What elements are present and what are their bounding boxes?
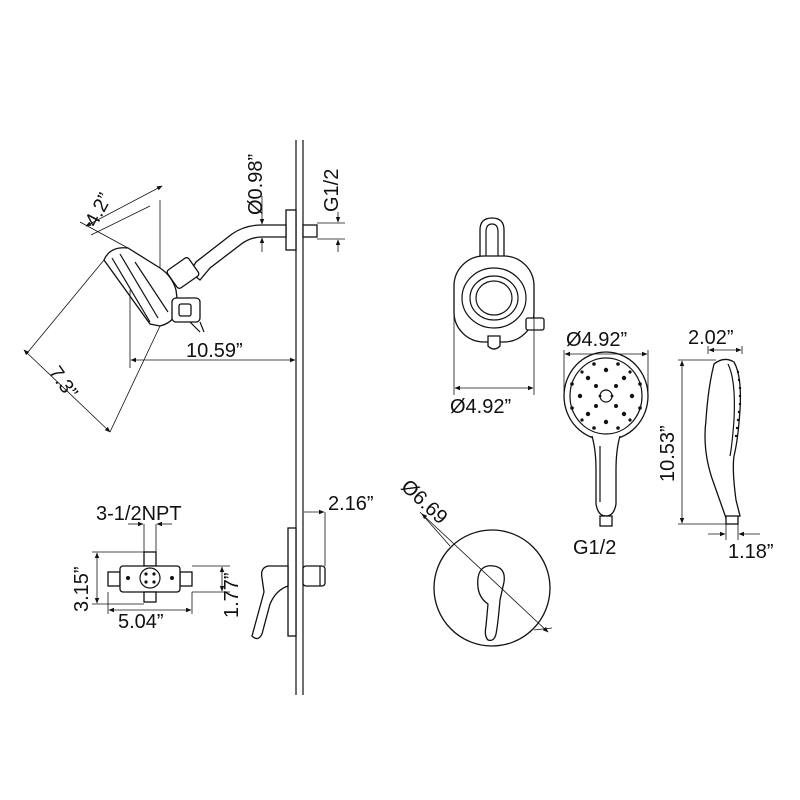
handheld-neck-label: 1.18” <box>728 541 774 563</box>
arm-diameter-label: Ø0.98” <box>245 154 267 215</box>
fixed-shower-head <box>103 209 318 333</box>
valve-inlet-label: 3-1/2NPT <box>96 503 182 525</box>
head-front-view <box>453 217 545 350</box>
handheld-side-view <box>704 358 742 525</box>
head-height-label: 7.3” <box>44 362 82 403</box>
trim-side-view <box>251 527 326 640</box>
wall-section <box>295 140 304 695</box>
handheld-front-view <box>563 351 649 527</box>
trim-side-dimensions <box>304 509 326 566</box>
arm-thread-label: G1/2 <box>321 169 343 212</box>
trim-front-view <box>433 529 551 647</box>
handheld-depth-label: 2.02” <box>688 327 734 349</box>
head-width-label: 4.2” <box>81 190 117 231</box>
trim-front-dimensions <box>419 511 553 633</box>
head-front-diameter-label: Ø4.92” <box>450 396 511 418</box>
spray-nozzles <box>570 362 642 430</box>
handheld-thread-label: G1/2 <box>573 537 616 559</box>
fixed-head-dimensions <box>23 185 345 433</box>
handheld-diameter-label: Ø4.92” <box>566 329 627 351</box>
rough-in-valve-dimensions <box>92 521 230 614</box>
handheld-front-dimensions <box>563 350 649 392</box>
valve-height-label: 3.15” <box>71 566 93 612</box>
valve-depth-label: 1.77” <box>221 572 243 618</box>
trim-plate-diameter-label: Ø6.69 <box>397 476 452 529</box>
rough-in-valve <box>107 551 193 603</box>
trim-projection-label: 2.16” <box>328 493 374 515</box>
arm-reach-label: 10.59” <box>186 340 243 362</box>
handheld-side-dimensions <box>678 346 760 540</box>
valve-width-label: 5.04” <box>118 611 164 633</box>
head-front-dimensions <box>453 300 535 395</box>
handheld-length-label: 10.53” <box>657 425 679 482</box>
